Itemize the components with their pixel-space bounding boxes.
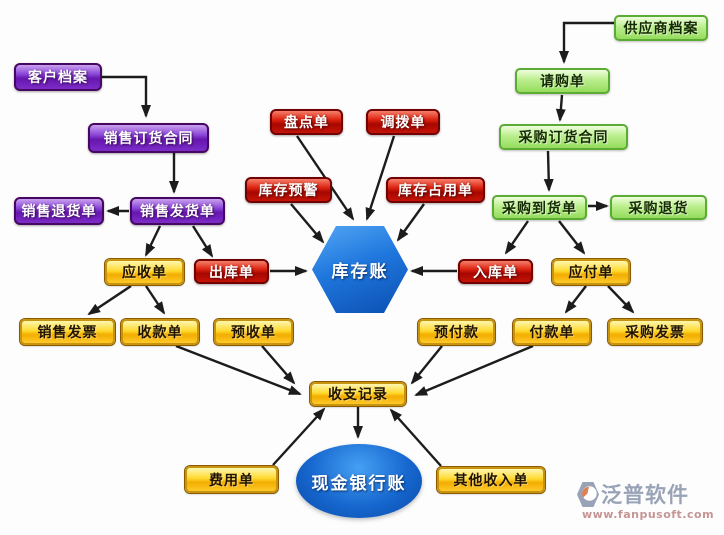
node-stocktake: 盘点单 — [270, 109, 343, 135]
node-advance-receipt: 预收单 — [214, 319, 293, 345]
node-supplier-file: 供应商档案 — [614, 15, 708, 41]
node-receipt: 收款单 — [121, 319, 199, 345]
edge-purchase-arrival-to-payable — [558, 220, 586, 255]
node-purchase-arrival: 采购到货单 — [492, 195, 587, 220]
node-advance-payment: 预付款 — [418, 319, 495, 345]
node-customer-file: 客户档案 — [14, 63, 102, 91]
edge-receivable-to-sales-invoice — [87, 285, 132, 316]
edge-payable-to-payment — [564, 285, 587, 314]
node-purchase-return: 采购退货 — [610, 195, 707, 220]
edge-inventory-occupy-to-inventory-account — [396, 203, 425, 242]
node-sales-invoice: 销售发票 — [20, 319, 115, 345]
edge-transfer-to-inventory-account — [365, 135, 396, 221]
node-purchase-requisition: 请购单 — [515, 68, 610, 94]
node-inbound: 入库单 — [458, 259, 533, 284]
edge-expense-to-income-expense — [272, 407, 326, 466]
edge-customer-file-to-sales-order-contract — [102, 75, 151, 118]
node-other-income: 其他收入单 — [437, 467, 545, 493]
edge-sales-delivery-to-receivable — [144, 225, 162, 257]
node-income-expense-record: 收支记录 — [310, 382, 406, 406]
node-purchase-invoice: 采购发票 — [608, 319, 702, 345]
edge-payment-to-income-expense — [414, 344, 534, 397]
node-receivable: 应收单 — [105, 259, 184, 285]
node-inventory-account: 库存账 — [312, 226, 408, 313]
watermark-brand: 泛普软件 — [601, 483, 689, 507]
node-sales-delivery: 销售发货单 — [130, 197, 225, 225]
edge-other-income-to-income-expense — [389, 408, 442, 467]
node-sales-return: 销售退货单 — [14, 197, 104, 225]
node-transfer: 调拨单 — [366, 109, 440, 135]
watermark: 泛普软件 www.fanpusoft.com — [577, 479, 719, 521]
edge-payable-to-purchase-invoice — [607, 285, 635, 314]
node-cash-bank-account: 现金银行账 — [296, 444, 422, 518]
edge-sales-delivery-to-outbound — [191, 225, 214, 258]
node-inventory-occupy: 库存占用单 — [386, 177, 485, 203]
node-inventory-alert: 库存预警 — [245, 177, 332, 203]
node-payable: 应付单 — [552, 259, 630, 285]
node-sales-order-contract: 销售订货合同 — [88, 123, 209, 153]
edge-receivable-to-receipt — [145, 285, 166, 315]
node-expense: 费用单 — [185, 466, 278, 493]
edge-purchase-requisition-to-purchase-order-contract — [555, 94, 566, 122]
edge-advance-payment-to-income-expense — [410, 345, 443, 385]
edge-inventory-alert-to-inventory-account — [290, 203, 325, 244]
edge-purchase-arrival-to-inbound — [504, 220, 529, 255]
watermark-url: www.fanpusoft.com — [581, 508, 715, 521]
edge-supplier-file-to-purchase-requisition — [559, 21, 614, 64]
edge-receipt-to-income-expense — [175, 344, 302, 396]
node-purchase-order-contract: 采购订货合同 — [499, 124, 628, 150]
edge-advance-receipt-to-income-expense — [261, 345, 296, 385]
node-payment: 付款单 — [513, 319, 591, 345]
edge-purchase-order-contract-to-purchase-arrival — [543, 150, 554, 192]
node-outbound: 出库单 — [194, 259, 269, 284]
fanpu-logo-icon — [577, 481, 599, 507]
